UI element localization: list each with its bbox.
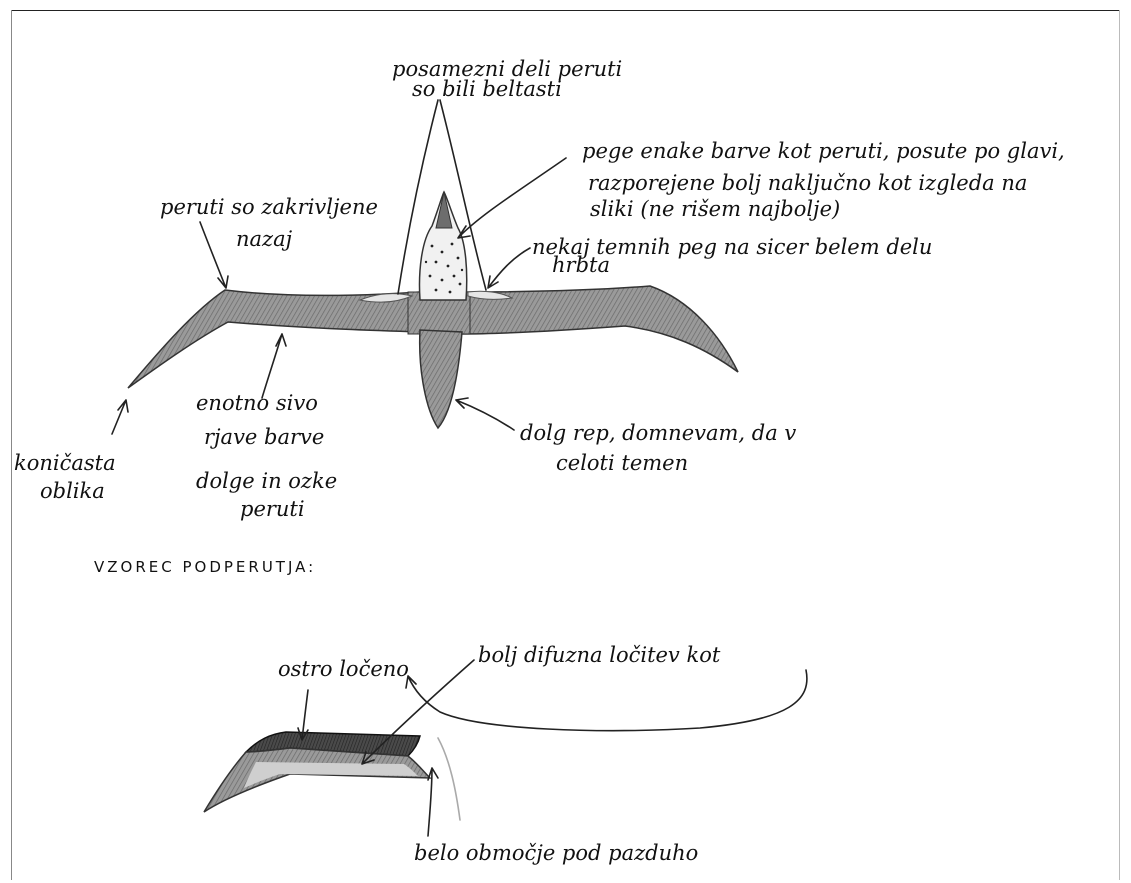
left-wing (128, 290, 420, 388)
label-ostro: ostro ločeno (278, 657, 409, 681)
arrow-ostro (298, 690, 308, 740)
annotation-arrows (112, 100, 566, 434)
label-dolg-rep-1: dolg rep, domnevam, da v (520, 421, 796, 445)
label-peruti-1: peruti so zakrivljene (160, 195, 378, 219)
arrow-enotno (262, 334, 286, 398)
label-dolge-2: peruti (240, 497, 305, 521)
label-nekaj-2: hrbta (552, 253, 610, 277)
arrow-konicasta (112, 400, 128, 434)
label-pege-1: pege enake barve kot peruti, posute po g… (582, 139, 1065, 163)
label-enotno-2: rjave barve (204, 425, 324, 449)
label-dolg-rep-2: celoti temen (556, 451, 688, 475)
label-konicasta-1: koničasta (14, 451, 116, 475)
label-belo: belo območje pod pazduho (414, 841, 698, 865)
underwing-drawing (204, 732, 430, 812)
arrow-nekaj (488, 248, 530, 288)
label-posamezni-2: so bili beltasti (412, 77, 562, 101)
label-pege-2: razporejene bolj naključno kot izgleda n… (588, 171, 1027, 195)
arrow-rep (456, 398, 514, 430)
label-dolge-1: dolge in ozke (196, 469, 337, 493)
label-konicasta-2: oblika (40, 479, 105, 503)
arrow-peruti-zakrivljene (200, 222, 228, 288)
label-bolj-difuzna: bolj difuzna ločitev kot (478, 643, 721, 667)
underwing-grey (204, 748, 430, 812)
faint-line (438, 738, 460, 820)
arrow-pege (458, 158, 566, 238)
label-enotno-1: enotno sivo (196, 391, 318, 415)
label-peruti-2: nazaj (236, 227, 293, 251)
arrow-difuzna-loop (406, 670, 807, 731)
label-pege-3: sliki (ne rišem najbolje) (590, 197, 840, 221)
bird-tail (420, 330, 462, 428)
label-vzorec: VZOREC PODPERUTJA: (94, 558, 316, 576)
